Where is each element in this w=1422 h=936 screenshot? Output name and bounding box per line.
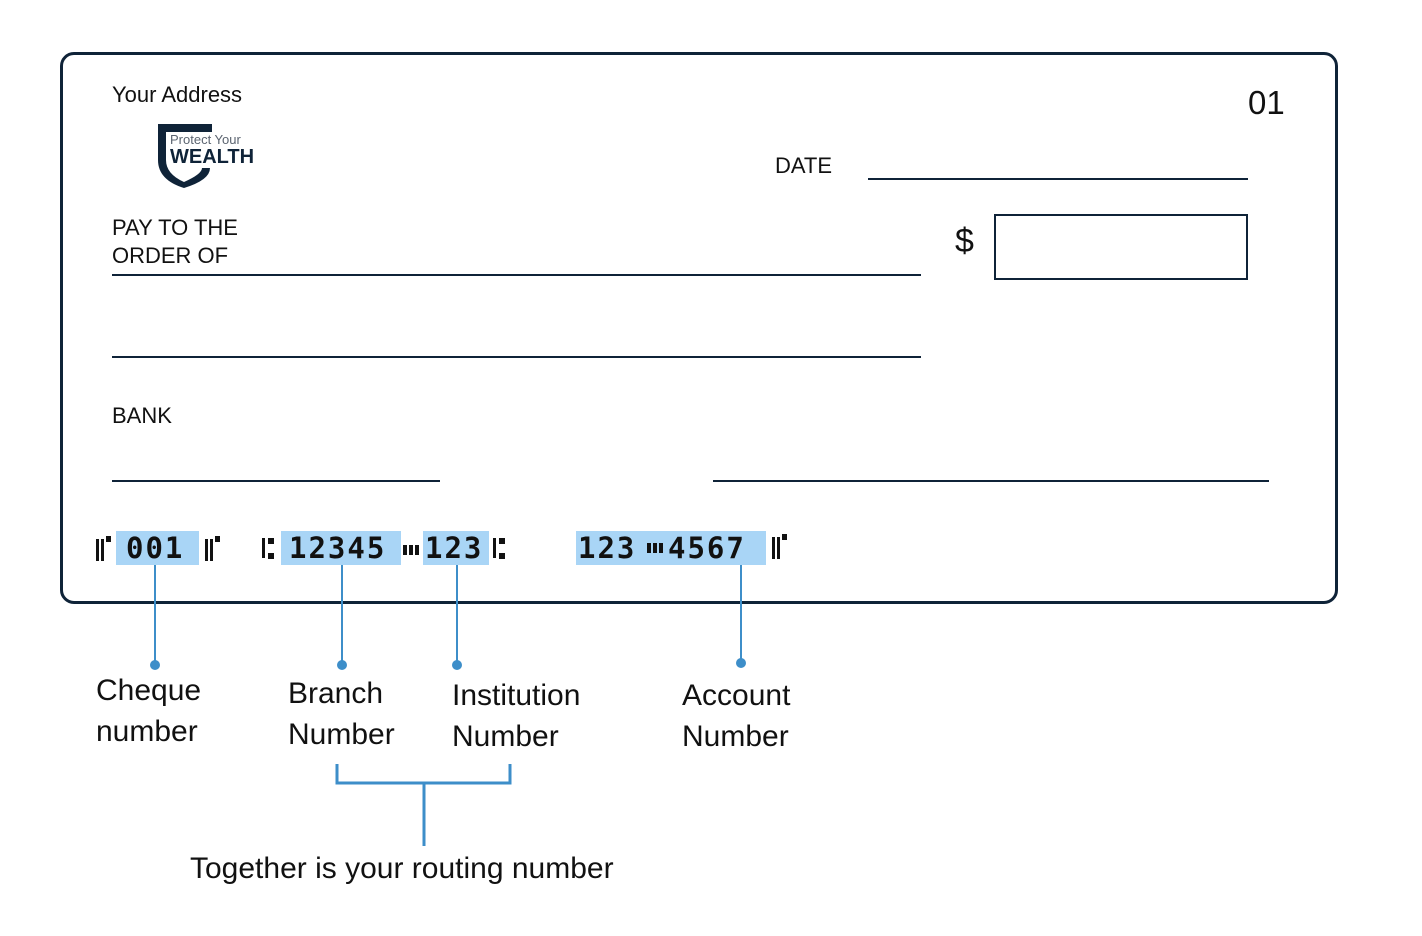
institution-number-label-line1: Institution [452, 679, 581, 712]
micr-onus-symbol-1a [96, 539, 99, 561]
cheque-number-top: 01 [1248, 84, 1285, 121]
bank-line [112, 480, 440, 482]
micr-account-part1: 123 [578, 531, 637, 565]
pay-to-label-line2: ORDER OF [112, 243, 229, 268]
micr-onus-symbol-2a [205, 539, 208, 561]
institution-number-label-line2: Number [452, 720, 559, 753]
date-label: DATE [775, 153, 833, 178]
cheque [60, 52, 1338, 604]
micr-onus-symbol-3b [777, 537, 780, 559]
callout-dot-branch [337, 660, 347, 670]
micr-branch-highlight [281, 531, 401, 565]
micr-onus-symbol-2b [210, 539, 213, 561]
cheque-number-label-line1: Cheque [96, 674, 202, 707]
micr-dash-1a [403, 545, 407, 555]
micr-transit-symbol-2b [499, 538, 505, 544]
micr-dash-1c [415, 545, 419, 555]
date-line [868, 178, 1248, 180]
micr-branch-number: 12345 [289, 531, 387, 565]
micr-onus-symbol-3c [782, 534, 787, 540]
micr-dash-2b [653, 543, 657, 553]
micr-transit-symbol-2c [499, 553, 505, 559]
account-number-label: Account Number [682, 675, 790, 757]
payee-line [112, 274, 921, 276]
branch-number-label: Branch Number [288, 673, 395, 755]
amount-words-line [112, 356, 921, 358]
micr-onus-symbol-3a [772, 537, 775, 559]
callout-dot-institution [452, 660, 462, 670]
micr-cheque-number: 001 [126, 531, 185, 565]
logo: Protect Your WEALTH [156, 122, 266, 190]
micr-onus-symbol-1b [101, 539, 104, 561]
signature-line [713, 480, 1269, 482]
micr-symbols [96, 534, 787, 561]
micr-transit-symbol-2a [493, 538, 496, 558]
micr-account-highlight [576, 531, 766, 565]
shield-icon [158, 124, 212, 188]
micr-onus-symbol-1c [106, 536, 111, 542]
address-label: Your Address [112, 82, 243, 107]
logo-text-top: Protect Your [170, 132, 241, 147]
bank-label: BANK [112, 403, 172, 428]
account-number-label-line1: Account [682, 679, 791, 712]
micr-dash-2a [647, 543, 651, 553]
micr-onus-symbol-2c [215, 536, 220, 542]
micr-transit-symbol-1a [262, 538, 265, 558]
pay-to-label-line1: PAY TO THE [112, 215, 238, 240]
micr-transit-symbol-1b [268, 538, 274, 544]
dollar-sign: $ [955, 222, 974, 260]
micr-dash-2c [659, 543, 663, 553]
cheque-number-label: Cheque number [96, 670, 201, 752]
amount-box [994, 214, 1248, 280]
logo-text-main: WEALTH [170, 146, 255, 168]
micr-account-part2: 4567 [668, 531, 746, 565]
routing-bracket [335, 764, 512, 846]
callout-dot-account [736, 658, 746, 668]
cheque-number-label-line2: number [96, 715, 198, 748]
callout-dot-cheque [150, 660, 160, 670]
micr-institution-highlight [423, 531, 489, 565]
micr-institution-number: 123 [425, 531, 484, 565]
account-number-label-line2: Number [682, 720, 789, 753]
branch-number-label-line1: Branch [288, 677, 384, 710]
routing-caption: Together is your routing number [190, 852, 614, 885]
branch-number-label-line2: Number [288, 718, 395, 751]
micr-cheque-highlight [116, 531, 199, 565]
institution-number-label: Institution Number [452, 675, 580, 757]
micr-dash-1b [409, 545, 413, 555]
micr-transit-symbol-1c [268, 553, 274, 559]
